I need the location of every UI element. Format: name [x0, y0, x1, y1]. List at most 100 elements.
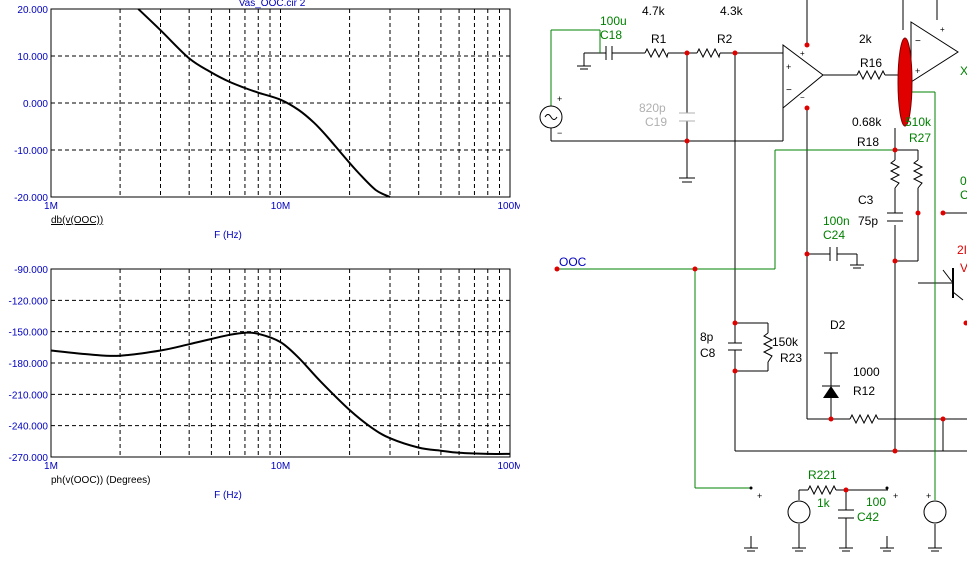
- label-edge-v: V: [960, 261, 967, 275]
- svg-text:+: +: [893, 491, 898, 501]
- y-tick-label: 0.000: [23, 99, 48, 110]
- ac-source-symbol[interactable]: + −: [539, 94, 563, 138]
- label-c24-value: 100n: [823, 214, 850, 228]
- y-tick-label: -180.000: [9, 359, 49, 370]
- resistor-r221[interactable]: [807, 484, 837, 496]
- y-tick-label: 20.000: [17, 5, 48, 16]
- zener-diode-d2[interactable]: [822, 385, 840, 398]
- source-bottom-2[interactable]: [923, 500, 947, 524]
- label-r221-name: R221: [808, 468, 837, 482]
- label-edge-2: 2I: [957, 243, 967, 257]
- label-r12-value: 1000: [853, 365, 880, 379]
- label-c8-value: 8p: [700, 330, 714, 344]
- label-r23-name: R23: [780, 351, 802, 365]
- svg-text:−: −: [557, 128, 562, 138]
- svg-text:+: +: [926, 491, 931, 501]
- opamp-2[interactable]: − + +: [910, 21, 959, 83]
- capacitor-c3[interactable]: [887, 212, 903, 222]
- label-c42-name: C42: [857, 510, 879, 524]
- y-tick-label: -120.000: [9, 296, 49, 307]
- label-r18-name: R18: [857, 135, 879, 149]
- label-c24-name: C24: [823, 228, 845, 242]
- svg-text:+: +: [940, 25, 945, 34]
- opamp-1[interactable]: + − + −: [782, 44, 824, 110]
- phase-y-ticks: -90.000-120.000-150.000-180.000-210.000-…: [9, 265, 49, 464]
- svg-text:−: −: [915, 36, 921, 47]
- label-r18-value: 0.68k: [852, 115, 882, 129]
- label-r2-name: R2: [717, 32, 733, 46]
- capacitor-c42[interactable]: [838, 509, 854, 519]
- label-r16-name: R16: [860, 56, 882, 70]
- file-title: Vas_OOC.cir 2: [239, 0, 306, 9]
- label-d2-name: D2: [830, 318, 846, 332]
- magnitude-plot-frame: [50, 8, 511, 198]
- label-edge-c: C: [960, 188, 967, 202]
- label-r23-value: 150k: [772, 335, 799, 349]
- capacitor-c19[interactable]: [679, 112, 695, 122]
- label-r221-value: 1k: [817, 496, 831, 510]
- svg-text:−: −: [800, 93, 805, 102]
- magnitude-y-ticks: 20.000 10.000 0.000 -10.000 -20.000: [14, 5, 48, 204]
- y-tick-label: -10.000: [14, 146, 48, 157]
- phase-plot[interactable]: -90.000-120.000-150.000-180.000-210.000-…: [9, 265, 520, 501]
- phase-plot-frame: [50, 268, 511, 458]
- resistor-r1[interactable]: [644, 47, 669, 59]
- schematic-wires: [550, 0, 967, 549]
- label-edge-x: X: [960, 64, 967, 78]
- label-c42-value: 100: [866, 495, 886, 509]
- resistor-r23[interactable]: [762, 332, 774, 363]
- plot-panel: Vas_OOC.cir 2 20.000 10.000 0.000 -10.000 -2…: [9, 0, 520, 501]
- x-tick-label: 1M: [44, 461, 58, 472]
- schematic-nets: [550, 29, 936, 500]
- resistor-r18[interactable]: [889, 159, 901, 189]
- magnitude-x-label: F (Hz): [214, 230, 242, 241]
- magnitude-trace: [137, 8, 391, 198]
- schematic-nodes: [554, 42, 967, 493]
- phase-trace: [50, 331, 511, 455]
- label-c18-name: C18: [600, 28, 622, 42]
- magnitude-x-ticks: 1M 10M 100M: [44, 201, 520, 212]
- phase-x-label: F (Hz): [214, 490, 242, 501]
- phase-grid: [51, 269, 510, 457]
- resistor-r2[interactable]: [696, 47, 721, 59]
- resistor-r27[interactable]: [912, 159, 924, 189]
- x-tick-label: 100M: [497, 461, 520, 472]
- svg-text:+: +: [557, 94, 562, 104]
- label-ooc: OOC: [559, 255, 587, 269]
- magnitude-plot[interactable]: 20.000 10.000 0.000 -10.000 -20.000 1M 10M 100…: [14, 5, 520, 241]
- resistor-r12[interactable]: [849, 413, 879, 425]
- x-tick-label: 10M: [271, 201, 290, 212]
- x-tick-label: 10M: [271, 461, 290, 472]
- highlight-marker: [897, 37, 913, 127]
- label-r2-value: 4.3k: [720, 4, 744, 18]
- y-tick-label: 10.000: [17, 52, 48, 63]
- x-tick-label: 1M: [44, 201, 58, 212]
- svg-text:+: +: [786, 62, 791, 72]
- capacitor-c24[interactable]: [829, 247, 838, 261]
- label-edge-0: 0: [960, 174, 967, 188]
- label-r12-name: R12: [853, 384, 875, 398]
- svg-text:+: +: [757, 491, 762, 501]
- label-r1-name: R1: [651, 32, 667, 46]
- phase-trace-label: ph(v(OOC)) (Degrees): [51, 475, 150, 486]
- capacitor-c8[interactable]: [728, 342, 742, 351]
- label-r16-value: 2k: [859, 32, 873, 46]
- source-bottom-1[interactable]: [787, 500, 811, 524]
- svg-text:+: +: [800, 49, 805, 58]
- svg-text:+: +: [915, 66, 920, 76]
- label-c3-value: 75p: [858, 214, 878, 228]
- x-tick-label: 100M: [497, 201, 520, 212]
- magnitude-trace-label: db(v(OOC)): [51, 215, 103, 226]
- open-terminals: + + +: [749, 486, 931, 501]
- capacitor-c18[interactable]: [605, 46, 613, 60]
- label-c19-value: 820p: [639, 101, 666, 115]
- label-c3-name: C3: [858, 193, 874, 207]
- y-tick-label: -20.000: [14, 193, 48, 204]
- label-r27-value: 510k: [905, 115, 932, 129]
- label-r1-value: 4.7k: [642, 4, 666, 18]
- y-tick-label: -240.000: [9, 422, 49, 433]
- resistor-r16[interactable]: [856, 69, 886, 81]
- label-r27-name: R27: [909, 131, 931, 145]
- label-c19-name: C19: [645, 115, 667, 129]
- y-tick-label: -270.000: [9, 453, 49, 464]
